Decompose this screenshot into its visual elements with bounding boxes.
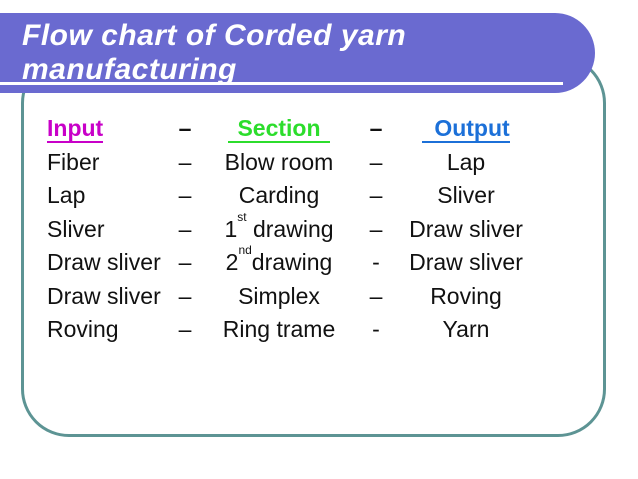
dash-cell: – xyxy=(369,215,383,242)
dash-cell: – xyxy=(369,182,383,209)
title-line-1: Flow chart of Corded yarn xyxy=(22,19,407,52)
table-row: Lap – Carding – Sliver xyxy=(47,179,541,213)
dash-cell: – xyxy=(178,182,192,209)
output-cell: Draw sliver xyxy=(409,215,523,242)
section-cell: Ring trame xyxy=(222,316,336,343)
title-bar: Flow chart of Corded yarn manufacturing xyxy=(0,13,595,93)
header-cell-output: Output xyxy=(391,115,541,143)
output-cell: Sliver xyxy=(437,182,495,209)
dash-cell: – xyxy=(369,282,383,309)
table-header-row: Input – Section – Output xyxy=(47,112,541,146)
output-cell: Yarn xyxy=(442,316,490,343)
ordinal-superscript: st xyxy=(237,209,247,224)
dash-cell: – xyxy=(178,148,192,175)
process-table: Input – Section – Output Fiber – Blow ro… xyxy=(47,112,541,347)
header-cell-section: Section xyxy=(197,115,361,143)
input-cell: Draw sliver xyxy=(47,282,161,309)
table-row: Draw sliver – Simplex – Roving xyxy=(47,280,541,314)
dash-cell: – xyxy=(178,316,192,343)
slide-title: Flow chart of Corded yarn manufacturing xyxy=(0,13,595,87)
dash-cell: – xyxy=(178,215,192,242)
table-row: Roving – Ring trame - Yarn xyxy=(47,313,541,347)
input-cell: Lap xyxy=(47,182,86,209)
section-cell: 2nddrawing xyxy=(225,243,333,276)
header-dash-1: – xyxy=(178,115,192,142)
header-dash-2: – xyxy=(369,115,383,142)
table-row: Sliver – 1st drawing – Draw sliver xyxy=(47,209,541,247)
input-heading: Input xyxy=(47,115,104,143)
title-underline xyxy=(0,82,563,85)
section-cell: 1st drawing xyxy=(224,209,334,242)
section-heading: Section xyxy=(228,115,330,143)
output-heading: Output xyxy=(422,115,510,143)
input-cell: Sliver xyxy=(47,215,105,242)
table-row: Draw sliver – 2nddrawing - Draw sliver xyxy=(47,243,541,280)
output-cell: Draw sliver xyxy=(409,249,523,276)
ordinal-superscript: nd xyxy=(238,243,252,258)
dash-cell: – xyxy=(178,249,192,276)
dash-cell: – xyxy=(369,148,383,175)
section-cell: Blow room xyxy=(224,148,334,175)
dash-cell: – xyxy=(178,282,192,309)
output-cell: Roving xyxy=(430,282,502,309)
section-cell: Simplex xyxy=(238,282,320,309)
dash-cell: - xyxy=(372,316,380,343)
dash-cell: - xyxy=(372,249,380,276)
input-cell: Fiber xyxy=(47,148,100,175)
output-cell: Lap xyxy=(446,148,486,175)
title-line-2: manufacturing xyxy=(22,53,237,86)
header-cell-input: Input xyxy=(47,115,173,143)
table-row: Fiber – Blow room – Lap xyxy=(47,146,541,180)
input-cell: Draw sliver xyxy=(47,249,161,276)
section-cell: Carding xyxy=(238,182,320,209)
input-cell: Roving xyxy=(47,316,119,343)
